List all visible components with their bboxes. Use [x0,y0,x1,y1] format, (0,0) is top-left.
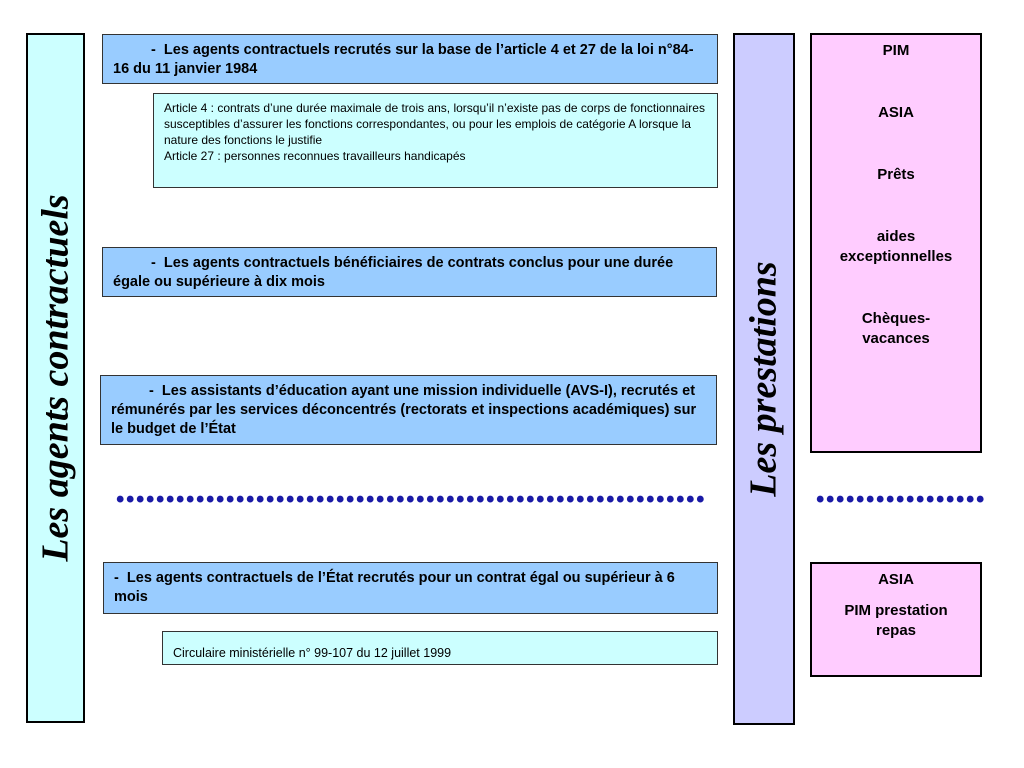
category-text-4: Les agents contractuels de l’État recrut… [114,570,675,605]
category-text-2: Les agents contractuels bénéficiaires de… [113,255,674,290]
prestation-item: PIM prestation repas [844,602,948,639]
dotted-separator-right: ••••••••••••••••••••••••••••••••••••••••… [816,488,986,513]
dotted-separator-left: ••••••••••••••••••••••••••••••••••••••••… [116,488,704,513]
category-box-1: - Les agents contractuels recrutés sur l… [102,34,718,84]
bullet: - [149,383,154,399]
bullet: - [151,255,156,271]
prestation-item: ASIA [878,104,914,121]
circular-note: Circulaire ministérielle n° 99-107 du 12… [162,631,718,665]
prestation-item: ASIA [878,571,914,588]
category-box-2: - Les agents contractuels bénéficiaires … [102,247,717,297]
circular-text: Circulaire ministérielle n° 99-107 du 12… [173,646,452,660]
right-title: Les prestations [743,261,785,497]
prestations-box-bottom: ASIA PIM prestation repas [810,562,982,677]
left-title: Les agents contractuels [34,194,77,562]
bullet: - [151,42,156,58]
category-box-3: - Les assistants d’éducation ayant une m… [100,375,717,445]
category-text-3: Les assistants d’éducation ayant une mis… [111,383,697,437]
prestation-item: Prêts [877,166,915,183]
category-text-1: Les agents contractuels recrutés sur la … [113,42,694,77]
right-title-box: Les prestations [733,33,795,725]
left-title-box: Les agents contractuels [26,33,85,723]
prestations-box-top: PIM ASIA Prêts aides exceptionnelles Chè… [810,33,982,453]
bullet: - [114,570,119,586]
prestation-item: PIM [882,42,910,59]
prestation-item: Chèques-vacances [861,310,931,347]
article-27-text: Article 27 : personnes reconnues travail… [164,149,466,163]
category-box-4: - Les agents contractuels de l’État recr… [103,562,718,614]
article-note: Article 4 : contrats d’une durée maximal… [153,93,718,188]
article-4-text: Article 4 : contrats d’une durée maximal… [164,101,705,147]
prestation-item: aides exceptionnelles [839,228,953,265]
